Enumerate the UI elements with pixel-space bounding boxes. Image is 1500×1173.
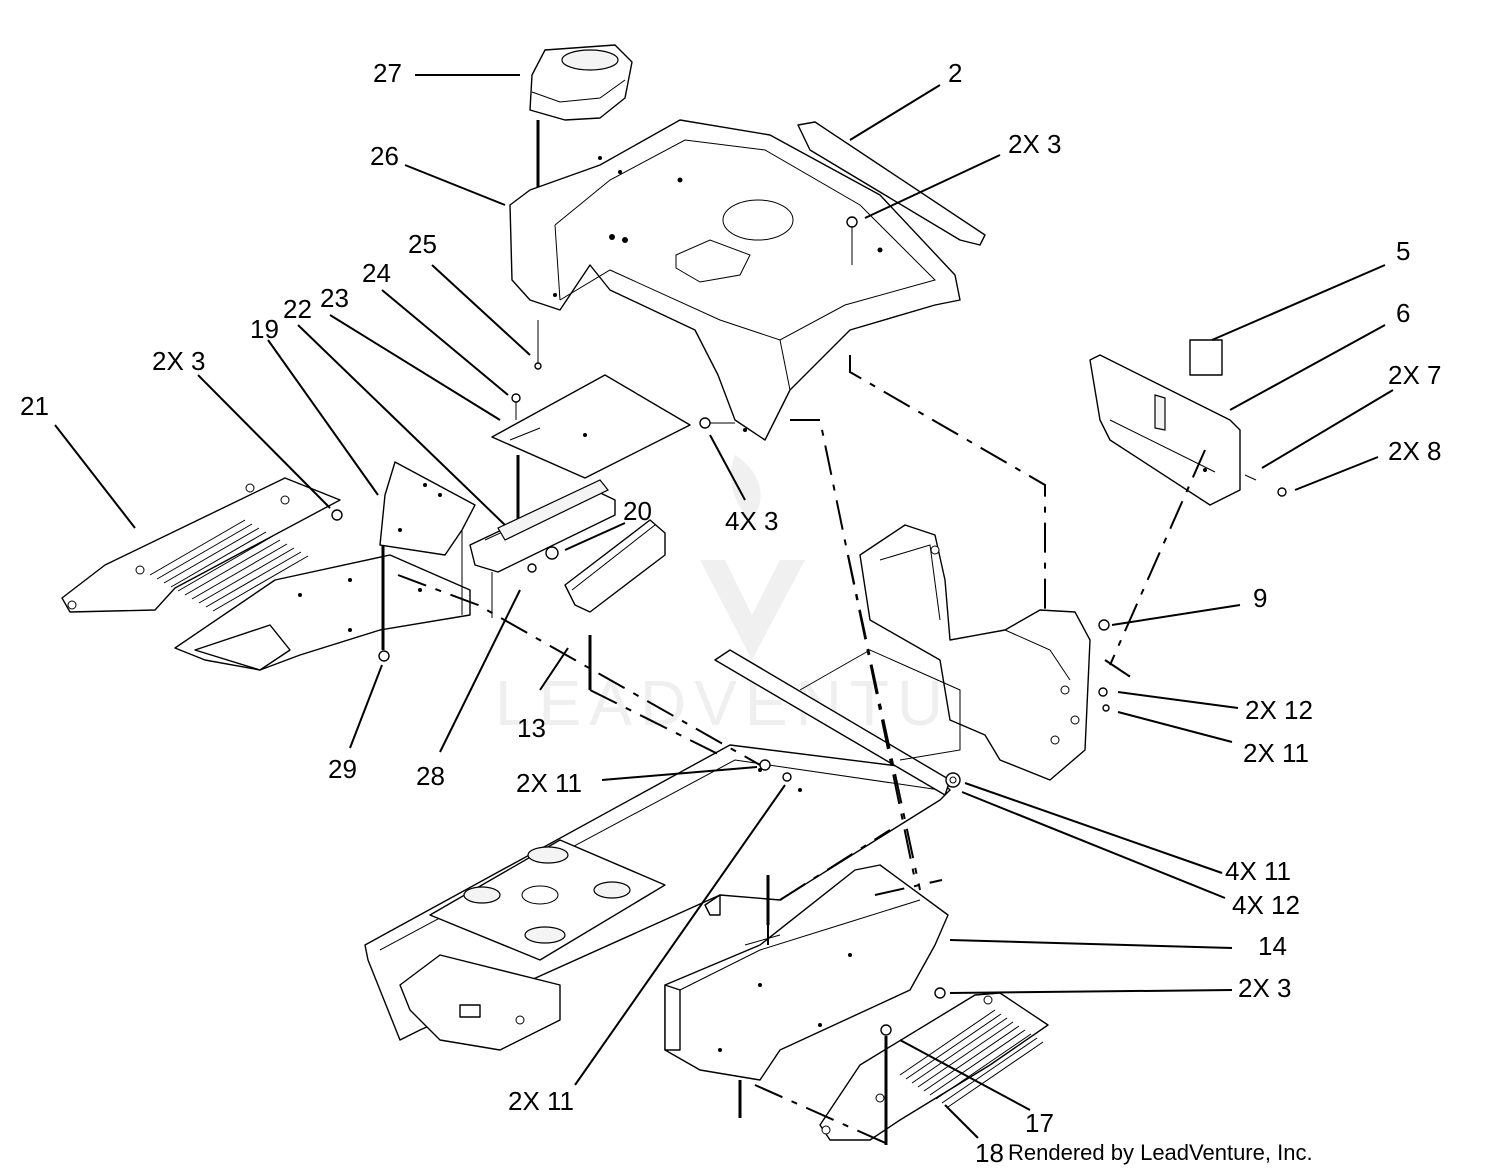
callout-25: 25	[408, 229, 437, 259]
part-6-shield[interactable]	[1089, 354, 1241, 506]
left-screw[interactable]	[331, 509, 343, 521]
part-8-nut[interactable]	[1277, 487, 1287, 497]
callouts: 27 2 26 2X 3 25 24 23 22 19 2X 3 21 5 6 …	[20, 58, 1442, 1168]
part-13-cover[interactable]	[564, 519, 666, 613]
callout-24: 24	[362, 258, 391, 288]
callout-13: 13	[517, 713, 546, 743]
callout-28: 28	[416, 761, 445, 791]
part-24-bolt[interactable]	[511, 393, 521, 420]
callout-4x12: 4X 12	[1232, 890, 1300, 920]
callout-14: 14	[1258, 931, 1287, 961]
callout-2x3-right: 2X 3	[1238, 973, 1292, 1003]
callout-21: 21	[20, 391, 49, 421]
right-pan-screw[interactable]	[934, 987, 946, 999]
callout-4x11: 4X 11	[1225, 856, 1291, 886]
hood-screw[interactable]	[846, 216, 858, 265]
callout-6: 6	[1396, 298, 1410, 328]
part-14-footrest-pan[interactable]	[664, 864, 949, 1081]
callout-26: 26	[370, 141, 399, 171]
part-26-hood[interactable]	[509, 119, 961, 441]
part-22-channel[interactable]	[469, 479, 616, 573]
part-25-bolt[interactable]	[534, 320, 542, 370]
part-17-floor-mat-right[interactable]	[819, 992, 1049, 1141]
callout-9: 9	[1253, 583, 1267, 613]
part-7-bolt[interactable]	[1244, 474, 1257, 481]
part-29-nut[interactable]	[378, 650, 390, 662]
callout-4x3: 4X 3	[725, 506, 779, 536]
callout-2x11-right: 2X 11	[1243, 738, 1309, 768]
callout-18: 18	[975, 1138, 1004, 1168]
callout-2x3-left: 2X 3	[152, 346, 206, 376]
callout-5: 5	[1396, 236, 1410, 266]
hardware-4x11[interactable]	[945, 772, 961, 788]
callout-17: 17	[1025, 1108, 1054, 1138]
part-27-steering-cover[interactable]	[529, 44, 633, 121]
part-20-nut[interactable]	[527, 546, 559, 573]
part-5-decal[interactable]	[1189, 339, 1223, 376]
part-28-frame-bracket[interactable]	[174, 554, 471, 671]
callout-27: 27	[373, 58, 402, 88]
part-19-bracket[interactable]	[379, 461, 476, 556]
callout-19: 19	[250, 314, 279, 344]
callout-2x8: 2X 8	[1388, 436, 1442, 466]
callout-2x3-hood: 2X 3	[1008, 129, 1062, 159]
leader-lines	[54, 74, 1394, 1139]
part-2-decal[interactable]	[797, 121, 986, 246]
callout-29: 29	[328, 754, 357, 784]
callout-2: 2	[948, 58, 962, 88]
callout-2x12: 2X 12	[1245, 695, 1313, 725]
part-23-plate[interactable]	[491, 374, 691, 479]
assembly-lines	[397, 355, 1206, 1146]
hardware-9[interactable]	[1098, 619, 1110, 631]
callout-2x11-bottom: 2X 11	[508, 1086, 574, 1116]
part-21-floor-mat-left[interactable]	[61, 477, 341, 613]
hardware-12[interactable]	[1098, 687, 1110, 712]
callout-20: 20	[623, 496, 652, 526]
frame-rear-fender[interactable]	[859, 524, 1091, 781]
hardware-4x3[interactable]	[699, 417, 735, 429]
footer-credit: Rendered by LeadVenture, Inc.	[1008, 1140, 1313, 1165]
callout-2x7: 2X 7	[1388, 360, 1442, 390]
callout-2x11-center: 2X 11	[516, 768, 582, 798]
callout-22: 22	[283, 294, 312, 324]
callout-23: 23	[320, 283, 349, 313]
